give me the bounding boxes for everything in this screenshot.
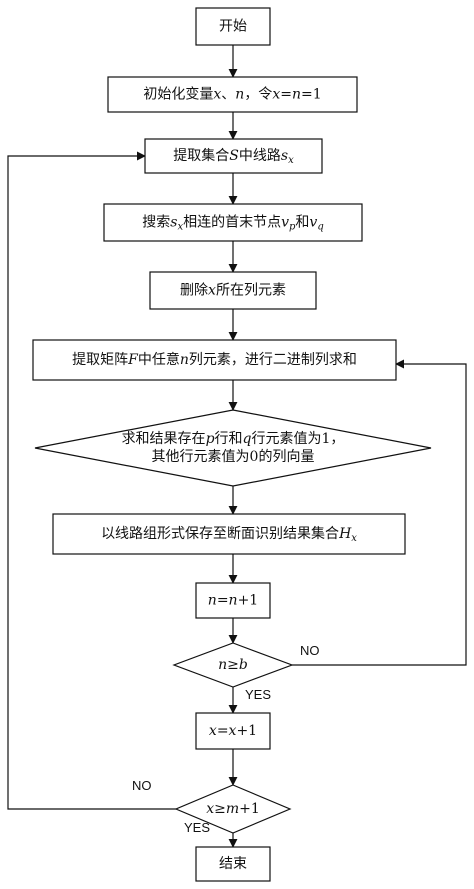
node-search-nodes: 搜索sx相连的首末节点vp和vq: [103, 203, 363, 242]
node-search-nodes-label-line-0: 搜索sx相连的首末节点vp和vq: [142, 214, 323, 233]
node-init: 初始化变量x、n，令x=n=1: [107, 76, 358, 113]
node-start: 开始: [195, 7, 271, 46]
node-save-result: 以线路组形式保存至断面识别结果集合Hx: [52, 513, 406, 555]
node-increment-n-label-line-0: n=n+1: [208, 593, 258, 609]
node-end-box: [195, 846, 271, 882]
edge-check-n-no-loop: [292, 359, 467, 666]
flowchart-edge-labels: NO YES NO YES: [132, 643, 320, 835]
node-search-nodes-box: [103, 203, 363, 242]
node-end: 结束: [195, 846, 271, 882]
node-check-x-diamond: [174, 784, 292, 834]
node-increment-n-box: [195, 582, 271, 619]
node-check-result-label-line-0: 求和结果存在p行和q行元素值为1，: [122, 431, 345, 447]
node-check-n: n≥b: [172, 642, 294, 688]
node-binary-sum: 提取矩阵F中任意n列元素，进行二进制列求和: [32, 339, 397, 381]
node-increment-n: n=n+1: [195, 582, 271, 619]
flowchart-edges: [7, 45, 467, 848]
node-increment-x: x=x+1: [195, 712, 271, 750]
label-check-x-no: NO: [132, 778, 152, 793]
edge-check-x-no-loop: [7, 151, 176, 810]
node-check-result-diamond: [34, 409, 432, 487]
node-delete-column-box: [149, 271, 317, 310]
node-check-n-label-line-0: n≥b: [218, 657, 248, 673]
node-check-n-diamond: [172, 642, 294, 688]
node-extract-line-label-line-0: 提取集合S中线路sx: [173, 147, 294, 166]
node-save-result-label-line-0: 以线路组形式保存至断面识别结果集合Hx: [101, 525, 357, 544]
node-check-x-label-line-0: x≥m+1: [206, 801, 260, 817]
node-delete-column-label-line-0: 删除x所在列元素: [180, 283, 286, 299]
label-check-x-yes: YES: [184, 820, 210, 835]
node-start-label-line-0: 开始: [219, 19, 247, 35]
node-binary-sum-label-line-0: 提取矩阵F中任意n列元素，进行二进制列求和: [72, 351, 357, 368]
label-check-n-no: NO: [300, 643, 320, 658]
node-init-label-line-0: 初始化变量x、n，令x=n=1: [143, 86, 321, 103]
node-increment-x-label-line-0: x=x+1: [209, 723, 257, 739]
node-save-result-box: [52, 513, 406, 555]
node-check-result-label-line-1: 其他行元素值为0的列向量: [152, 449, 315, 465]
node-binary-sum-box: [32, 339, 397, 381]
node-increment-x-box: [195, 712, 271, 750]
label-check-n-yes: YES: [245, 687, 271, 702]
node-check-x: x≥m+1: [174, 784, 292, 834]
node-extract-line: 提取集合S中线路sx: [144, 138, 323, 174]
node-end-label-line-0: 结束: [219, 856, 247, 872]
node-check-result: 求和结果存在p行和q行元素值为1， 其他行元素值为0的列向量: [34, 409, 432, 487]
node-start-box: [195, 7, 271, 46]
node-init-box: [107, 76, 358, 113]
node-extract-line-box: [144, 138, 323, 174]
node-delete-column: 删除x所在列元素: [149, 271, 317, 310]
